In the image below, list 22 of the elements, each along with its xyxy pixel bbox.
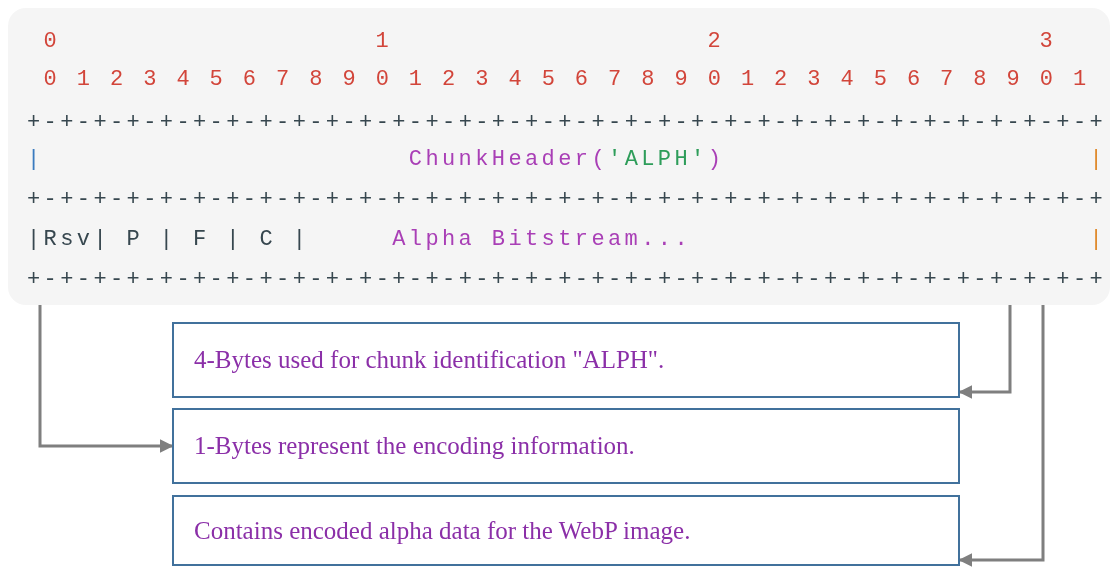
bit-number: 3 bbox=[1039, 28, 1057, 56]
description-text: 1-Bytes represent the encoding information. bbox=[193, 432, 635, 460]
description-box bbox=[172, 408, 960, 484]
field-name: ChunkHeader('ALPH') bbox=[408, 146, 725, 174]
description-box bbox=[172, 495, 960, 566]
ascii-border: +-+-+-+-+-+-+-+-+-+-+-+-+-+-+-+-+-+-+-+-+-+-+-+-+-+-+-+-+-+-+-+-+ bbox=[27, 109, 1107, 137]
description-text: Contains encoded alpha data for the WebP image. bbox=[193, 516, 691, 545]
ascii-border: +-+-+-+-+-+-+-+-+-+-+-+-+-+-+-+-+-+-+-+-+-+-+-+-+-+-+-+-+-+-+-+-+ bbox=[27, 186, 1107, 214]
code-block-panel bbox=[8, 8, 1110, 305]
ascii-pipe: | bbox=[27, 146, 44, 174]
field-row-text: |Rsv| P | F | C | bbox=[27, 226, 310, 254]
description-box bbox=[172, 322, 960, 398]
bit-number: 0 bbox=[43, 28, 61, 56]
leader-arrow bbox=[38, 305, 174, 453]
bit-index-row-text: 0 1 2 3 4 5 6 7 8 9 0 1 2 3 4 5 6 7 8 9 0 1 2 3 4 5 6 7 8 9 0 1 bbox=[43, 66, 1090, 94]
ascii-pipe: | bbox=[1089, 146, 1106, 174]
description-text: 4-Bytes used for chunk identification "ALPH". bbox=[193, 346, 665, 374]
ascii-border: +-+-+-+-+-+-+-+-+-+-+-+-+-+-+-+-+-+-+-+-+-+-+-+-+-+-+-+-+-+-+-+-+ bbox=[27, 266, 1107, 294]
bit-number: 2 bbox=[707, 28, 725, 56]
field-name: Alpha Bitstream... bbox=[392, 226, 692, 254]
ascii-pipe: | bbox=[1089, 226, 1106, 254]
bit-number: 1 bbox=[375, 28, 393, 56]
